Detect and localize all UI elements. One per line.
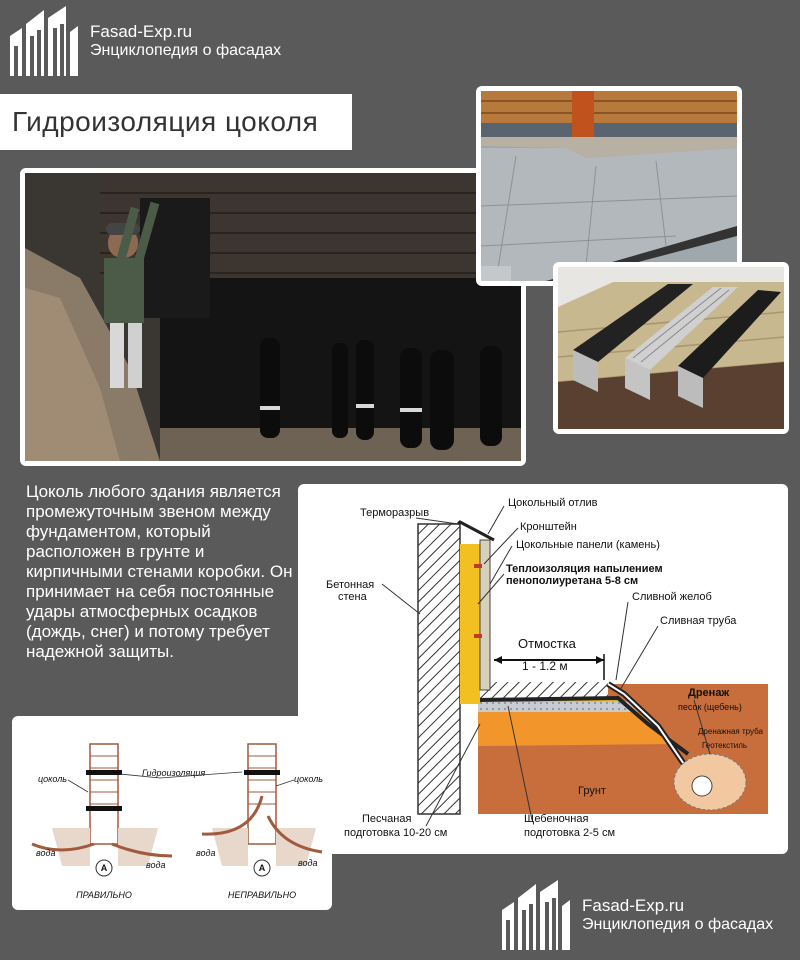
- gravel-layer: [478, 702, 638, 712]
- sand-layer: [478, 712, 678, 746]
- label-bracket: Кронштейн: [520, 521, 577, 533]
- label-soil: Грунт: [578, 785, 606, 797]
- marker-left: А: [101, 863, 108, 873]
- brand-name-bottom: Fasad-Exp.ru: [582, 896, 685, 916]
- label-correct: ПРАВИЛЬНО: [76, 890, 132, 900]
- label-plinth-left: цоколь: [38, 774, 67, 784]
- label-insulation-1: Теплоизоляция напылением: [506, 563, 663, 575]
- label-blind-area-width: 1 - 1.2 м: [522, 659, 568, 673]
- label-plinth-panels: Цокольные панели (камень): [516, 539, 660, 551]
- label-plinth-flashing: Цокольный отлив: [508, 497, 598, 509]
- label-gravel-2: подготовка 2-5 см: [524, 827, 615, 839]
- label-drain-pipe: Дренажная труба: [698, 727, 763, 736]
- concrete-wall: [417, 523, 461, 815]
- label-concrete-2: стена: [338, 591, 368, 603]
- label-drain-sand: песок (щебень): [678, 702, 742, 712]
- photo-waterproofing-work: [20, 168, 526, 466]
- label-waterproofing: Гидроизоляция: [142, 768, 205, 778]
- page-title: Гидроизоляция цоколя: [12, 106, 319, 137]
- brand-tagline: Энциклопедия о фасадах: [90, 41, 282, 59]
- label-geotextile: Геотекстиль: [702, 741, 747, 750]
- label-gravel-1: Щебеночная: [524, 813, 588, 825]
- correct-vs-incorrect-diagram: Гидроизоляция цоколь цоколь вода вода во…: [12, 716, 332, 910]
- label-water-4: вода: [298, 858, 318, 868]
- insulation-layer: [460, 544, 480, 704]
- brand-logo-top[interactable]: Fasad-Exp.ru Энциклопедия о фасадах: [8, 6, 281, 76]
- label-drainage: Дренаж: [688, 687, 729, 699]
- marker-right: А: [259, 863, 266, 873]
- label-sand-2: подготовка 10-20 см: [344, 827, 447, 839]
- plinth-cross-section-diagram: Терморазрыв Цокольный отлив Кронштейн Цо…: [298, 484, 788, 854]
- label-water-3: вода: [196, 848, 216, 858]
- description-text: Цоколь любого здания является промежуточ…: [26, 482, 293, 661]
- label-insulation-2: пенополиуретана 5-8 см: [506, 575, 638, 587]
- brand-logo-bottom[interactable]: Fasad-Exp.ru Энциклопедия о фасадах: [500, 880, 773, 950]
- incorrect-plinth-drawing: [201, 743, 323, 877]
- label-sand-1: Песчаная: [362, 813, 411, 825]
- brand-tagline-bottom: Энциклопедия о фасадах: [582, 915, 774, 933]
- label-concrete-1: Бетонная: [326, 579, 374, 591]
- label-plinth-right: цоколь: [294, 774, 323, 784]
- building-logo-icon: [10, 6, 78, 76]
- label-water-2: вода: [146, 860, 166, 870]
- label-blind-area: Отмостка: [518, 636, 577, 651]
- label-downpipe: Сливная труба: [660, 615, 737, 627]
- plinth-panels: [479, 539, 491, 691]
- label-thermal-break: Терморазрыв: [360, 507, 429, 519]
- brand-name: Fasad-Exp.ru: [90, 22, 193, 42]
- building-logo-icon: [502, 880, 570, 950]
- drain-pipe-icon: [691, 775, 713, 797]
- label-incorrect: НЕПРАВИЛЬНО: [228, 890, 296, 900]
- label-gutter: Сливной желоб: [632, 591, 712, 603]
- photo-drain-channels: [553, 262, 789, 434]
- page-title-box: Гидроизоляция цоколя: [0, 94, 352, 150]
- label-water-1: вода: [36, 848, 56, 858]
- photo-blind-area: [476, 86, 742, 286]
- correct-plinth-drawing: [31, 743, 173, 877]
- blind-area-slab: [478, 682, 608, 698]
